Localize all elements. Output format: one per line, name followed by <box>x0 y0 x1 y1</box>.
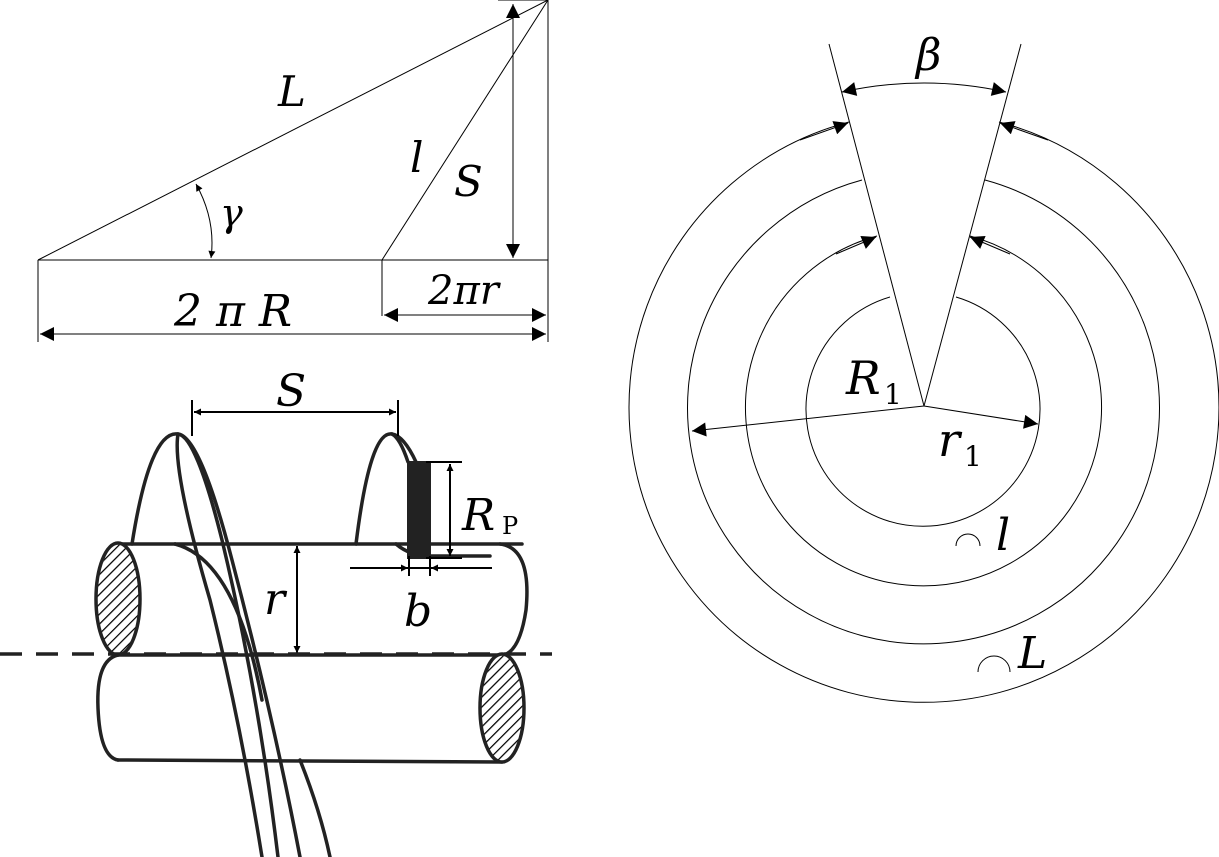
label-b: b <box>404 586 432 637</box>
arc-symbol-l <box>955 533 981 547</box>
sector-right-edge <box>923 43 1022 407</box>
left-flight-inner <box>176 432 280 857</box>
label-2pir: 2πr <box>427 268 502 314</box>
right-flight-inner <box>390 432 410 464</box>
second-circle <box>687 179 1160 645</box>
left-flight-back <box>173 542 264 702</box>
label-l: l <box>410 133 423 182</box>
label-arc-l: l <box>996 510 1010 561</box>
third-circle <box>745 235 1102 587</box>
screw-conveyor-drawing: S R P r b <box>0 366 552 857</box>
label-R1-subscript: 1 <box>884 378 902 411</box>
radius-R1-line <box>691 405 925 437</box>
inner-circle-r1 <box>805 296 1041 527</box>
helix-angle-arc <box>195 183 216 259</box>
shaft-bottom-edge <box>116 758 504 764</box>
label-S-bottom: S <box>276 366 306 417</box>
label-r: r <box>264 574 288 625</box>
inner-helix-hypotenuse <box>381 0 549 261</box>
label-r1: r <box>938 413 963 467</box>
inner-arc-arrow-right <box>969 236 1011 255</box>
outer-circle-R1 <box>628 121 1219 703</box>
shaft-right-upper <box>498 542 529 657</box>
left-flight-outer <box>130 432 302 857</box>
label-beta: β <box>914 30 941 81</box>
left-shaft-section <box>94 541 142 657</box>
label-gamma: γ <box>220 191 243 235</box>
shaft-lower-left <box>96 653 120 762</box>
label-arc-L: L <box>1017 628 1047 679</box>
label-Rp: R <box>461 490 495 541</box>
left-flight-lower <box>298 758 332 857</box>
outer-helix-hypotenuse <box>37 0 549 261</box>
right-shaft-section <box>478 652 526 764</box>
right-flight-outer <box>354 432 418 546</box>
outer-arc-arrow-left <box>799 121 849 141</box>
unrolled-helix-triangles: L γ l S 2 π R 2πr <box>37 0 549 342</box>
sector-left-edge <box>828 43 925 407</box>
outer-arc-arrow-right <box>999 121 1049 141</box>
radius-r1-line <box>923 405 1039 429</box>
label-L: L <box>277 67 306 116</box>
label-2piR: 2 π R <box>173 286 292 337</box>
sector-angle-arc <box>841 82 1007 96</box>
arc-symbol-L <box>977 655 1011 673</box>
label-R1: R <box>845 351 881 405</box>
label-S-top: S <box>454 157 483 206</box>
inner-arc-arrow-left <box>835 236 877 255</box>
unrolled-blade-rings: β R 1 r 1 l L <box>628 30 1219 703</box>
left-flight-rim <box>175 432 264 857</box>
label-Rp-subscript: P <box>502 512 518 540</box>
label-r1-subscript: 1 <box>964 440 982 473</box>
blade-cross-section <box>407 461 431 559</box>
